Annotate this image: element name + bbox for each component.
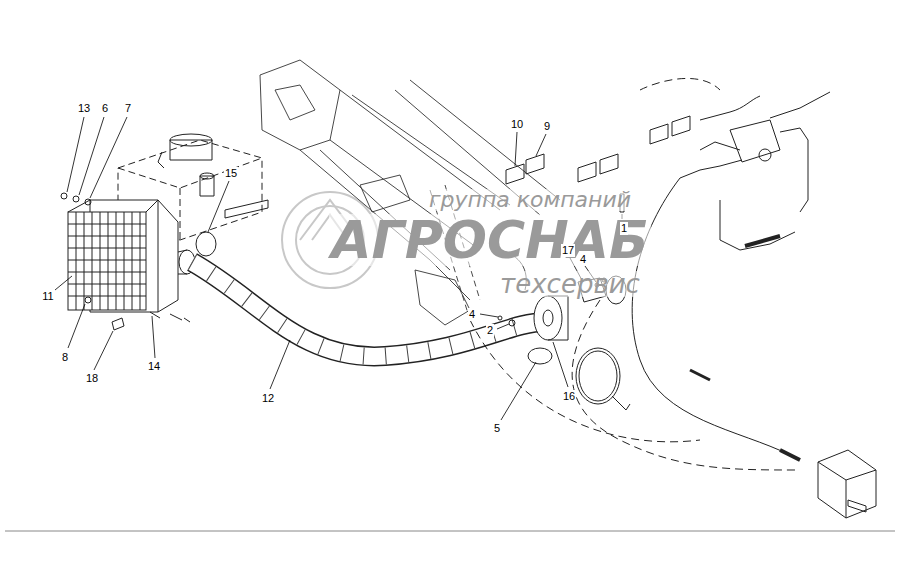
callout-number: 8 <box>61 351 69 364</box>
callout-number: 2 <box>486 324 494 337</box>
leader-lines <box>55 117 622 420</box>
watermark-text: группа компаний <box>427 189 633 211</box>
frame-rule <box>5 531 895 532</box>
callout-number: 9 <box>543 120 551 133</box>
filter <box>158 134 214 196</box>
callout-number: 15 <box>224 167 238 180</box>
callout-number: 18 <box>85 372 99 385</box>
watermark-text: техсервис <box>498 271 642 297</box>
watermark-text: АГРОСНАБ <box>329 214 650 266</box>
callout-number: 7 <box>124 102 132 115</box>
callout-number: 14 <box>147 360 161 373</box>
callout-number: 13 <box>77 102 91 115</box>
pump <box>818 450 876 518</box>
callout-number: 4 <box>468 308 476 321</box>
callout-number: 4 <box>579 253 587 266</box>
oil-cooler <box>61 193 195 330</box>
callout-number: 10 <box>510 118 524 131</box>
callout-number: 11 <box>41 290 54 303</box>
callout-number: 6 <box>101 102 109 115</box>
callout-number: 17 <box>561 244 575 257</box>
callout-number: 12 <box>261 392 275 405</box>
callout-number: 16 <box>562 390 576 403</box>
hydraulic-lines <box>470 78 830 470</box>
brackets <box>506 116 690 184</box>
callout-number: 5 <box>493 422 501 435</box>
callout-number: 1 <box>620 222 628 235</box>
